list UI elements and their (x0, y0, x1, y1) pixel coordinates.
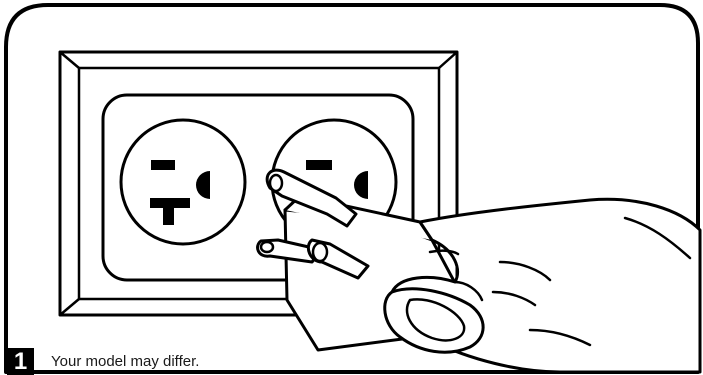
step-number-badge: 1 (7, 348, 34, 375)
hand-with-plug (258, 170, 700, 372)
left-receptacle (121, 120, 245, 244)
figure-caption: Your model may differ. (51, 353, 199, 370)
